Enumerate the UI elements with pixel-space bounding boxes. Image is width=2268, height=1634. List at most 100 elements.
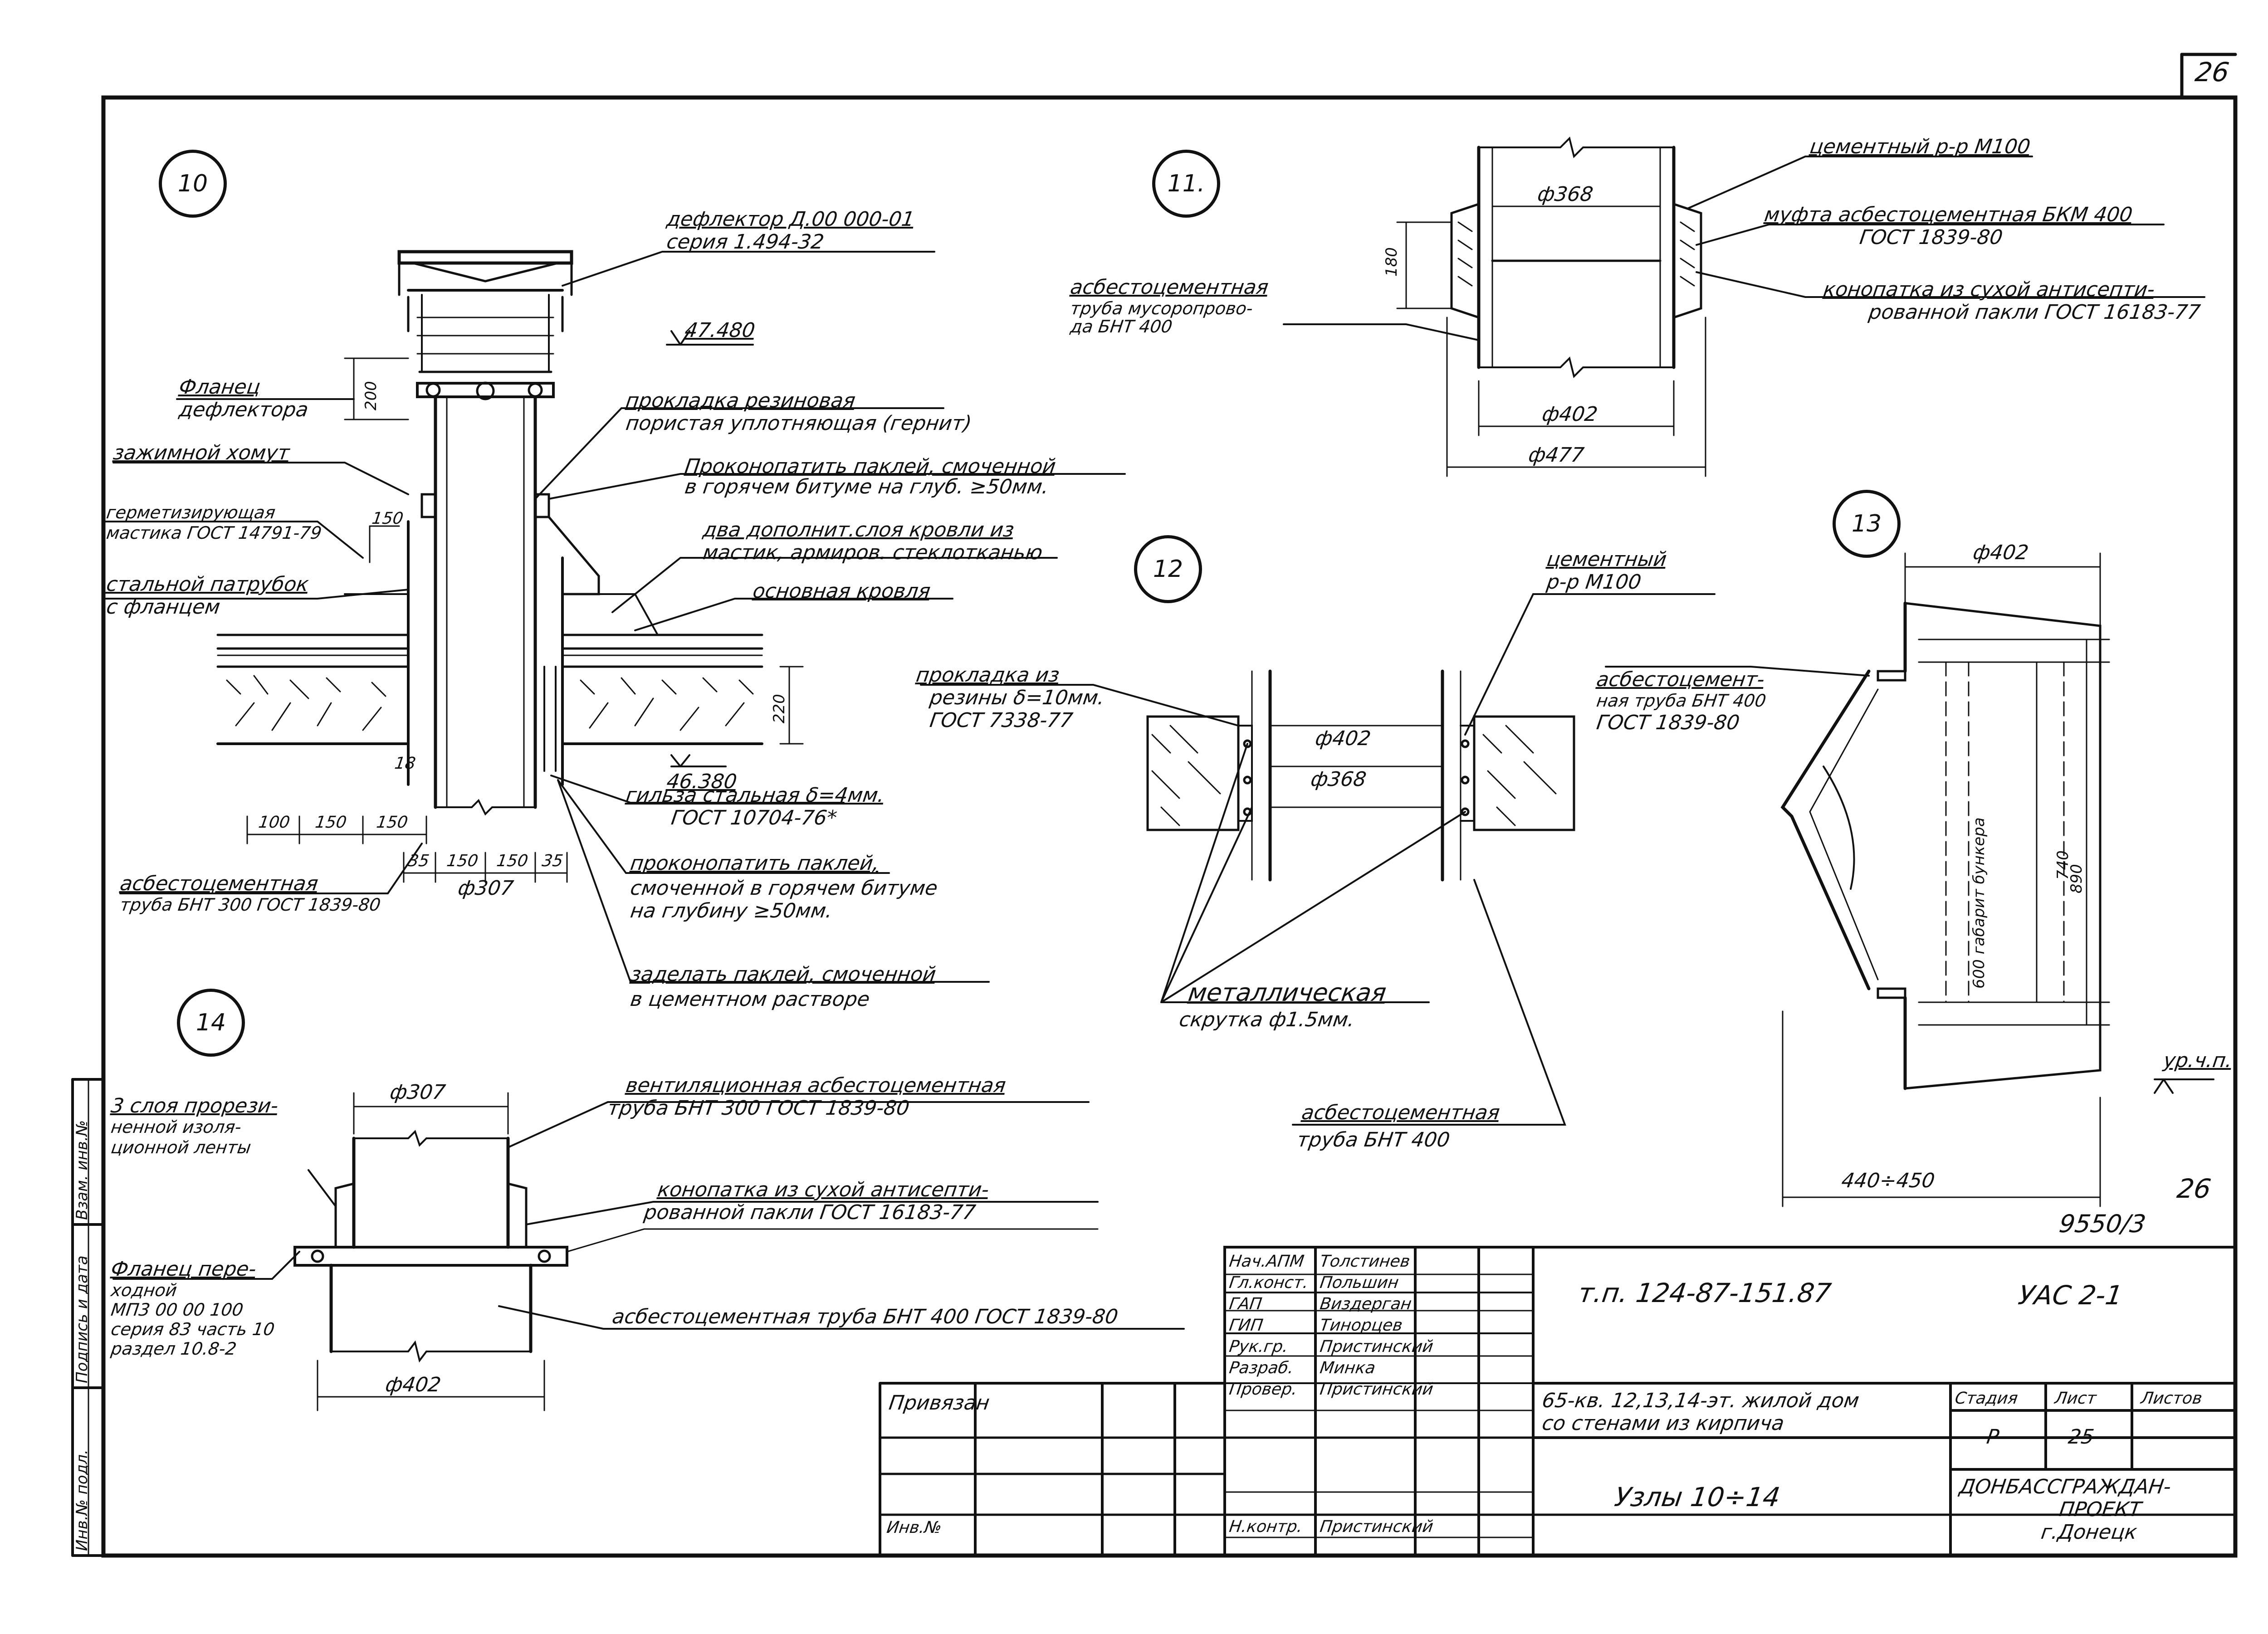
n11-caulk-1: конопатка из сухой антисепти- (1822, 278, 2156, 301)
node-marker-14: 14 (177, 989, 245, 1057)
n14-vent-2: труба БНТ 300 ГОСТ 1839-80 (606, 1097, 911, 1120)
n10-caulk2-3: на глубину ≥50мм. (629, 899, 834, 922)
n10-roof-extra-2: мастик, армиров. стеклотканью (701, 541, 1044, 564)
n14-caulk-1: конопатка из сухой антисепти- (656, 1178, 991, 1201)
n12-mortar-1: цементный (1545, 548, 1668, 571)
n12-pipe-1: асбестоцементная (1300, 1101, 1501, 1124)
n10-flange-1: Фланец (177, 376, 262, 399)
n10-dim-220: 220 (770, 694, 788, 723)
n10-roof-extra-1: два дополнит.слоя кровли из (701, 518, 1016, 541)
node-14-drawing (112, 1092, 1185, 1411)
n14-tape-1: 3 слоя прорези- (109, 1094, 280, 1117)
normcontrol-role: Н.контр. (1228, 1517, 1304, 1536)
n10-pipe-1: асбестоцементная (118, 872, 320, 895)
sheet-number-right: 26 (2175, 1173, 2213, 1204)
n13-dim-phi402: ф402 (1971, 541, 2030, 564)
tb-org-2: ПРОЕКТ (2058, 1498, 2143, 1521)
n11-dim-phi368: ф368 (1536, 183, 1595, 206)
n10-caulk-1: Проконопатить паклей, смоченной (683, 455, 1057, 478)
n11-pipe-3: да БНТ 400 (1069, 317, 1174, 337)
n14-caulk-2: рованной пакли ГОСТ 16183-77 (642, 1201, 978, 1224)
n11-dim-phi402: ф402 (1540, 403, 1599, 426)
n14-tape-2: ненной изоля- (109, 1117, 243, 1137)
n12-mortar-2: р-р М100 (1545, 571, 1643, 594)
signer-name: Минка (1319, 1359, 1377, 1377)
n10-dim-phi307: ф307 (456, 877, 515, 900)
signer-name: Толстинев (1319, 1252, 1412, 1271)
node-marker-11: 11. (1152, 150, 1220, 218)
n10-dim-150d: 150 (445, 852, 479, 870)
n10-dim-100: 100 (257, 813, 291, 832)
n11-mortar: цементный р-р М100 (1808, 135, 2032, 158)
tb-sheet-title: Узлы 10÷14 (1613, 1482, 1782, 1512)
n11-coupling-1: муфта асбестоцементная БКМ 400 (1763, 203, 2134, 226)
n14-pipe400: асбестоцементная труба БНТ 400 ГОСТ 1839… (611, 1305, 1119, 1328)
n10-mastic-1: герметизирующая (105, 502, 277, 522)
n10-caulk2-2: смоченной в горячем битуме (629, 877, 939, 900)
signer-role: ГИП (1228, 1316, 1265, 1335)
n10-dim-18: 18 (393, 754, 417, 773)
signer-name: Виздерган (1319, 1295, 1413, 1313)
n12-twist-1: металлическая (1186, 978, 1388, 1007)
n10-gasket-2: пористая уплотняющая (гернит) (624, 412, 973, 435)
n13-pipe-1: асбестоцемент- (1595, 668, 1766, 691)
signer-name: Пристинский (1319, 1380, 1435, 1399)
n11-coupling-2: ГОСТ 1839-80 (1858, 226, 2004, 249)
signer-name: Тинорцев (1319, 1316, 1404, 1335)
tb-object-1: 65-кв. 12,13,14-эт. жилой дом (1540, 1389, 1861, 1412)
strip-replace-inv: Взам. инв.№ (73, 1120, 91, 1220)
node-10-drawing (103, 250, 1126, 983)
n10-dim-200: 200 (362, 381, 380, 410)
signer-role: Разраб. (1228, 1359, 1295, 1377)
n10-roof-main: основная кровля (751, 580, 932, 603)
n10-mastic-2: мастика ГОСТ 14791-79 (105, 523, 323, 543)
n10-branch-2: с фланцем (105, 595, 222, 619)
n14-flange-3: МП3 00 00 100 (109, 1300, 245, 1320)
n10-seal-2: в цементном растворе (629, 988, 871, 1011)
signer-role: ГАП (1228, 1295, 1263, 1313)
tb-sheet: 25 (2067, 1425, 2096, 1449)
n10-level-top: 47.480 (683, 319, 757, 342)
node-marker-12: 12 (1134, 535, 1202, 603)
n13-pipe-3: ГОСТ 1839-80 (1595, 711, 1741, 734)
tb-bound: Привязан (887, 1391, 991, 1415)
n14-tape-3: ционной ленты (109, 1137, 253, 1157)
title-block-grid (879, 1246, 2237, 1557)
n10-caulk-2: в горячем битуме на глуб. ≥50мм. (683, 475, 1051, 498)
n10-caulk2-1: проконопатить паклей, (629, 852, 881, 875)
signer-name: Пристинский (1319, 1337, 1435, 1356)
tb-object-2: со стенами из кирпича (1540, 1412, 1786, 1435)
n10-dim-150c: 150 (375, 813, 409, 832)
n14-flange-5: раздел 10.8-2 (109, 1339, 238, 1359)
n10-dim-150e: 150 (495, 852, 529, 870)
n12-twist-2: скрутка ф1.5мм. (1178, 1008, 1356, 1031)
n14-vent-1: вентиляционная асбестоцементная (624, 1074, 1007, 1097)
n12-gasket-3: ГОСТ 7338-77 (928, 709, 1075, 732)
n12-gasket-1: прокладка из (914, 663, 1061, 687)
n14-flange-4: серия 83 часть 10 (109, 1319, 276, 1339)
left-strip-grid (71, 1078, 105, 1557)
signer-role: Нач.АПМ (1228, 1252, 1305, 1271)
strip-inv-no: Инв.№ подл. (73, 1449, 91, 1551)
n10-dim-150: 150 (371, 509, 405, 528)
n10-pipe-2: труба БНТ 300 ГОСТ 1839-80 (118, 895, 382, 915)
n10-dim-35a: 35 (407, 852, 430, 870)
n13-dim-600: 600 габарит бункера (1970, 817, 1988, 989)
tb-mark: УАС 2-1 (2016, 1280, 2125, 1311)
tb-sheet-h: Лист (2053, 1389, 2098, 1408)
n10-flange-2: дефлектора (177, 398, 310, 421)
n14-flange-1: Фланец пере- (109, 1258, 258, 1281)
n11-dim-180: 180 (1383, 247, 1401, 277)
node-12-drawing (920, 593, 1716, 1126)
n12-pipe-2: труба БНТ 400 (1295, 1128, 1452, 1151)
n10-dim-35b: 35 (541, 852, 564, 870)
sheet-frame (101, 95, 2238, 1558)
n12-gasket-2: резины δ=10мм. (928, 686, 1106, 709)
node-11-drawing (1283, 137, 2205, 477)
n10-dim-150b: 150 (314, 813, 348, 832)
n14-dim-phi307: ф307 (388, 1081, 447, 1104)
n12-dim-phi368: ф368 (1309, 768, 1368, 791)
tb-org-3: г.Донецк (2039, 1521, 2139, 1544)
n10-gasket-1: прокладка резиновая (624, 389, 857, 412)
